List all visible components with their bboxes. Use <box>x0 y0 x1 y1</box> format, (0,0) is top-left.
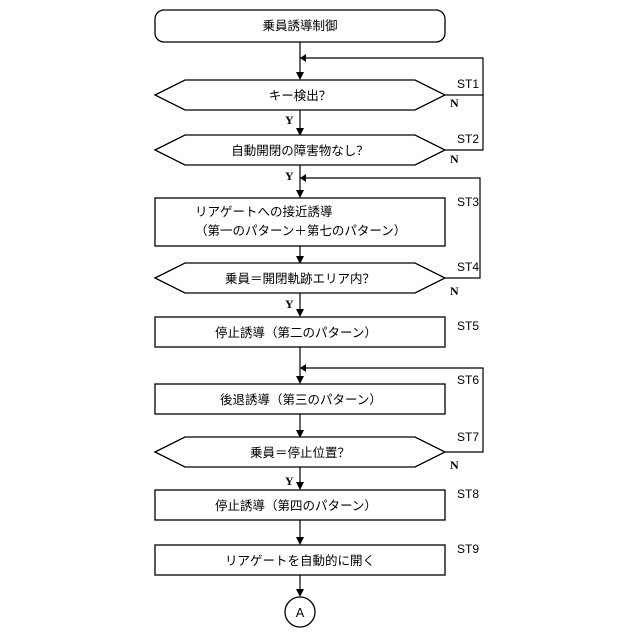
step-label-st1: ST1 <box>457 77 479 91</box>
step-label-st6: ST6 <box>457 373 479 387</box>
step-label-st8: ST8 <box>457 487 479 501</box>
step-label-st3: ST3 <box>457 195 479 209</box>
arrowhead <box>296 482 304 490</box>
decision-in-swing-area-label: 乗員＝開閉軌跡エリア内？ <box>225 271 375 286</box>
yes-label: Y <box>285 474 294 488</box>
process-approach-guidance-label-1: リアゲートへの接近誘導 <box>195 204 333 219</box>
offpage-connector-label: A <box>296 605 305 620</box>
process-open-gate-label: リアゲートを自動的に開く <box>225 553 375 568</box>
yes-label: Y <box>285 113 294 127</box>
process-stop-guidance-2-label: 停止誘導（第二のパターン） <box>215 325 377 340</box>
step-label-st4: ST4 <box>457 260 479 274</box>
step-label-st2: ST2 <box>457 132 479 146</box>
arrowhead <box>296 589 304 597</box>
arrowhead <box>296 72 304 80</box>
yes-label: Y <box>285 169 294 183</box>
process-approach-guidance-label-2: （第一のパターン＋第七のパターン） <box>195 223 406 238</box>
arrowhead <box>300 54 306 62</box>
process-back-guidance-label: 後退誘導（第三のパターン） <box>220 392 382 407</box>
arrowhead <box>296 190 304 198</box>
arrowhead <box>296 537 304 545</box>
start-label: 乗員誘導制御 <box>262 18 337 33</box>
decision-key-detected-label: キー検出？ <box>269 88 332 103</box>
arrowhead <box>300 174 306 182</box>
no-label: N <box>450 284 459 298</box>
yes-label: Y <box>285 297 294 311</box>
no-label: N <box>450 96 459 110</box>
no-label: N <box>450 152 459 166</box>
process-stop-guidance-4-label: 停止誘導（第四のパターン） <box>215 498 377 513</box>
step-label-st5: ST5 <box>457 319 479 333</box>
decision-at-stop-position-label: 乗員＝停止位置？ <box>250 445 350 460</box>
step-label-st9: ST9 <box>457 542 479 556</box>
arrowhead <box>296 309 304 317</box>
step-label-st7: ST7 <box>457 430 479 444</box>
decision-no-obstacle-label: 自動開閉の障害物なし？ <box>231 143 369 158</box>
arrowhead <box>296 376 304 384</box>
arrowhead <box>300 364 306 372</box>
no-label: N <box>450 458 459 472</box>
